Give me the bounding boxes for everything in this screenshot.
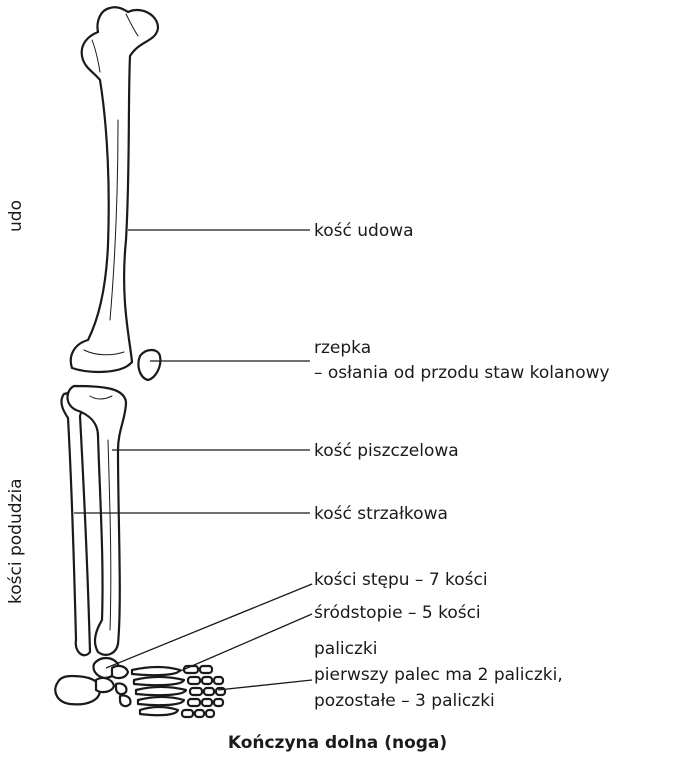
label-patella-title: rzepka	[314, 338, 372, 358]
tarsals-leader-line	[105, 583, 313, 669]
phalanx-bones	[180, 664, 227, 719]
fibula-bone	[60, 390, 92, 657]
metatarsal-bones	[130, 665, 188, 717]
metatarsals-leader-line	[177, 613, 313, 673]
label-tarsals: kości stępu – 7 kości	[314, 570, 488, 590]
patella-bone	[137, 348, 162, 382]
region-label-lower-leg: kości podudzia	[6, 478, 26, 604]
label-tibia: kość piszczelowa	[314, 441, 459, 461]
region-label-thigh: udo	[6, 200, 26, 232]
phalanges-leader-line	[217, 679, 313, 691]
label-fibula: kość strzałkowa	[314, 504, 448, 524]
label-femur: kość udowa	[314, 221, 414, 241]
femur-bone	[69, 6, 160, 374]
label-metatarsals: śródstopie – 5 kości	[314, 603, 481, 623]
label-phalanges-line1: pierwszy palec ma 2 paliczki,	[314, 665, 563, 685]
tarsal-bones	[54, 656, 132, 708]
label-phalanges-line2: pozostałe – 3 paliczki	[314, 691, 495, 711]
tibia-bone	[66, 384, 128, 656]
figure-caption: Kończyna dolna (noga)	[227, 733, 448, 753]
label-patella-description: – osłania od przodu staw kolanowy	[314, 363, 610, 383]
label-phalanges-title: paliczki	[314, 639, 378, 659]
